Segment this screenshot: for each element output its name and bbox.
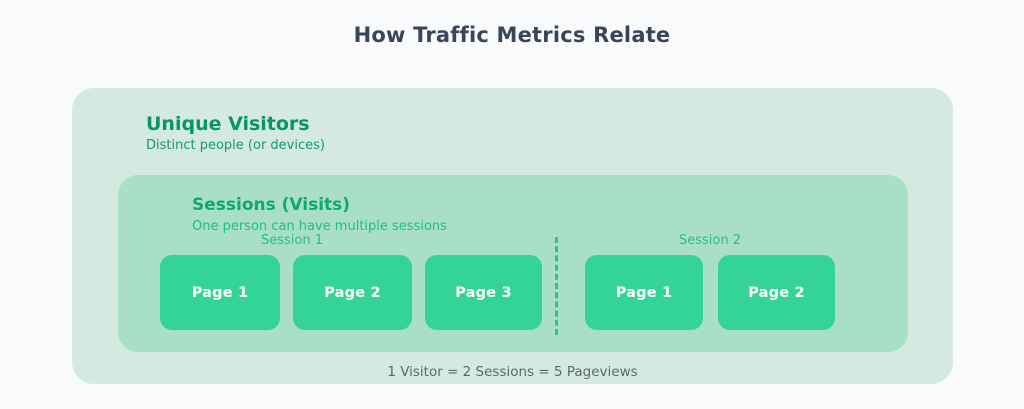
- session-1-label: Session 1: [260, 233, 323, 248]
- session-2-label: Session 2: [678, 233, 741, 248]
- sessions-heading: Sessions (Visits): [192, 195, 351, 215]
- summary-caption: 1 Visitor = 2 Sessions = 5 Pageviews: [387, 364, 638, 380]
- session-1-page-2-box: Page 2: [293, 255, 412, 330]
- page-title: How Traffic Metrics Relate: [353, 23, 671, 47]
- session-1-page-3-box: Page 3: [425, 255, 542, 330]
- sessions-box: Sessions (Visits) One person can have mu…: [118, 175, 908, 352]
- unique-visitors-box: Unique Visitors Distinct people (or devi…: [72, 88, 953, 384]
- session-divider: [555, 237, 558, 335]
- session-2-page-2-box: Page 2: [718, 255, 835, 330]
- sessions-subtitle: One person can have multiple sessions: [192, 219, 447, 234]
- session-1-page-1-box: Page 1: [160, 255, 280, 330]
- unique-visitors-heading: Unique Visitors: [146, 113, 310, 135]
- session-2-page-1-box: Page 1: [585, 255, 703, 330]
- unique-visitors-subtitle: Distinct people (or devices): [146, 138, 325, 153]
